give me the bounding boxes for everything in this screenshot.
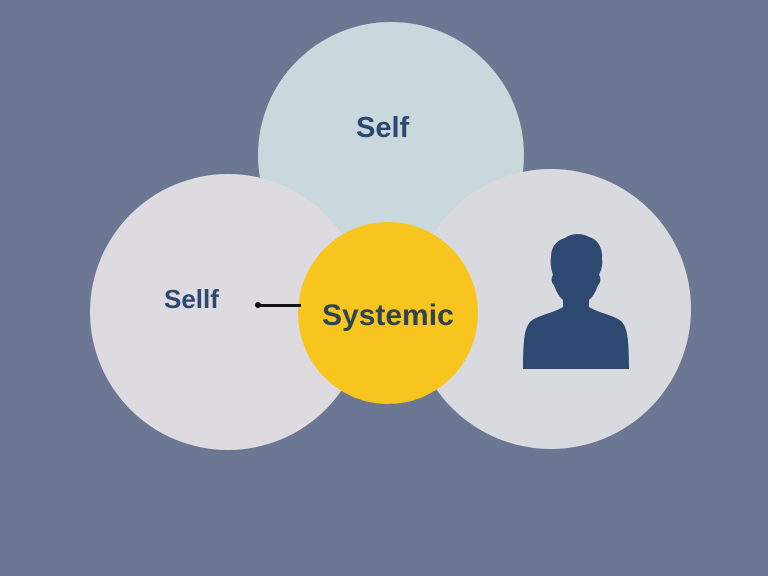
circle-center-systemic — [298, 222, 478, 404]
label-center-systemic: Systemic — [322, 299, 454, 332]
connector-left-to-center — [255, 302, 301, 308]
connector-line — [257, 303, 301, 307]
label-left-self: Sellf — [164, 284, 219, 314]
label-top-self: Self — [356, 112, 410, 144]
person-silhouette-icon — [523, 234, 629, 369]
